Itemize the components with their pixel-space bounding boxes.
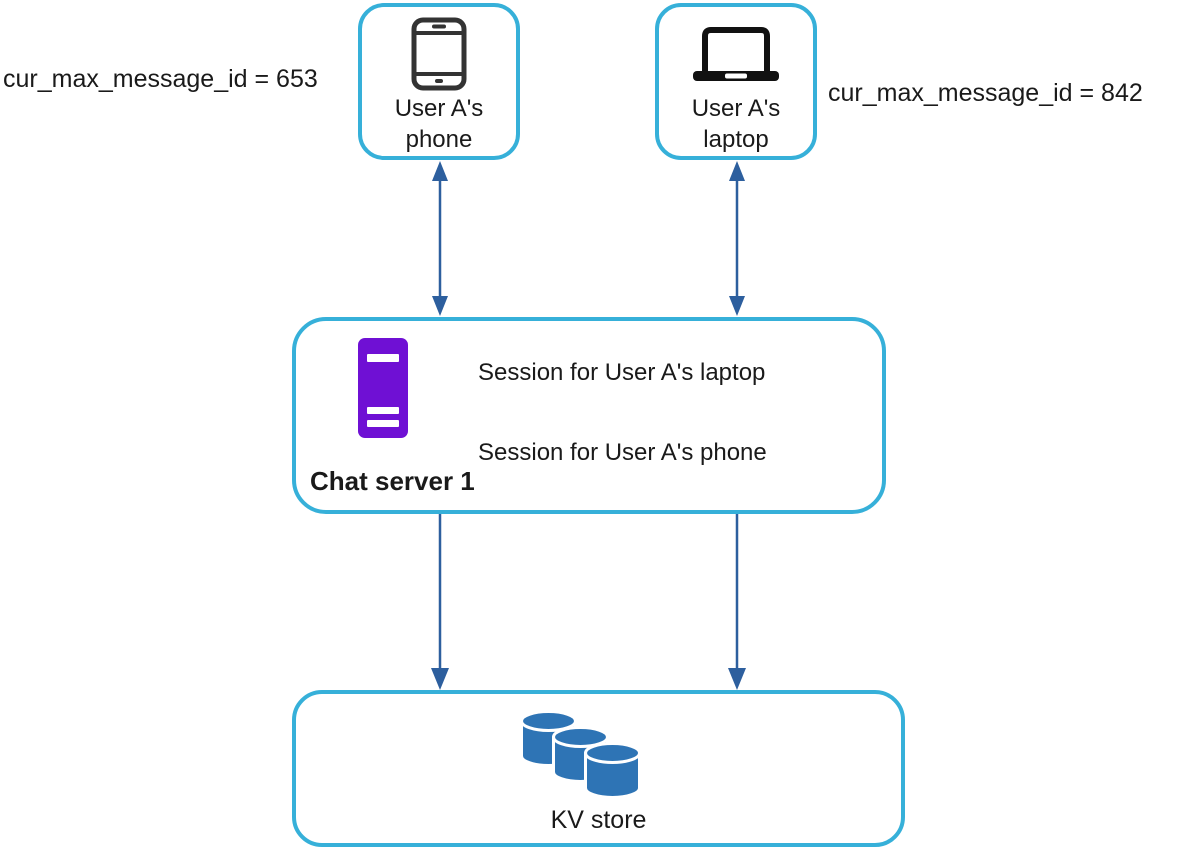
edge-laptop-chatserver — [729, 161, 745, 316]
node-user-a-phone: User A's phone — [358, 3, 520, 160]
kv-store-label: KV store — [550, 806, 647, 834]
session-laptop-label: Session for User A's laptop — [478, 359, 766, 386]
server-icon — [358, 338, 408, 438]
phone-counter-label: cur_max_message_id = 653 — [3, 65, 318, 93]
database-icon — [520, 710, 641, 799]
node-chat-server-1: Session for User A's laptop Session for … — [292, 317, 886, 514]
session-phone-label: Session for User A's phone — [478, 439, 767, 466]
arrowhead-up-icon — [729, 161, 745, 181]
chat-server-title: Chat server 1 — [310, 466, 475, 496]
arrowhead-down-icon — [729, 296, 745, 316]
arrowhead-up-icon — [432, 161, 448, 181]
edge-chatserver-kvstore-right — [728, 514, 746, 690]
laptop-counter-label: cur_max_message_id = 842 — [828, 79, 1143, 107]
phone-node-label: User A's phone — [394, 95, 484, 153]
db-cylinder-front — [584, 742, 641, 799]
edge-phone-chatserver — [432, 161, 448, 316]
laptop-node-label: User A's laptop — [691, 95, 781, 153]
edge-chatserver-kvstore-left — [431, 514, 449, 690]
arrowhead-down-icon — [431, 668, 449, 690]
smartphone-icon — [409, 13, 469, 95]
node-kv-store: KV store — [292, 690, 905, 847]
arrowhead-down-icon — [432, 296, 448, 316]
node-user-a-laptop: User A's laptop — [655, 3, 817, 160]
laptop-icon — [690, 13, 782, 95]
arrowhead-down-icon — [728, 668, 746, 690]
